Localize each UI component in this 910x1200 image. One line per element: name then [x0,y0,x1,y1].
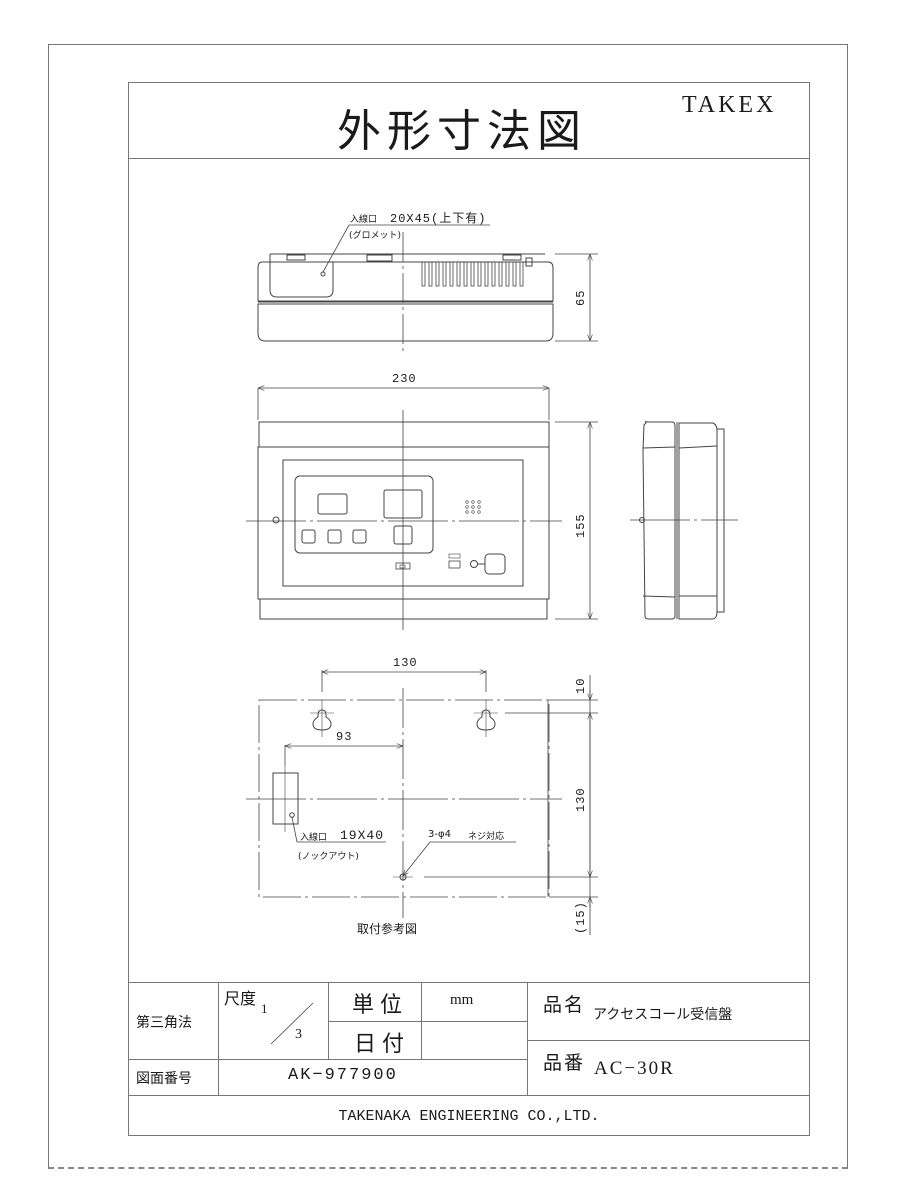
scale-denominator: 3 [295,1027,302,1042]
product-number-label: 品番 [543,1052,586,1074]
company-name: TAKENAKA ENGINEERING CO.,LTD. [338,1108,600,1125]
screw-note: ネジ対応 [468,832,505,842]
knockout-label: 入線口 [300,833,328,843]
unit-label: 単位 [352,993,409,1018]
top-entry-label: 入線口 [350,215,378,225]
unit-value: mm [450,992,474,1008]
dim-230: 230 [392,372,417,386]
mounting-view [246,670,598,935]
divider [128,1095,810,1096]
divider [421,982,422,1059]
dim-93: 93 [336,730,353,744]
knockout-sub: (ノックアウト) [298,852,359,862]
screw-label: 3-φ4 [428,829,451,840]
divider [128,1059,527,1060]
product-name: アクセスコール受信盤 [593,1007,733,1023]
dim-130-vertical: 130 [574,787,588,812]
dim-15: (15) [574,901,588,934]
top-view [257,224,598,352]
title-block: 第三角法 尺度 1 3 単位 mm 日付 図面番号 AK−977900 品名 ア… [128,982,810,1136]
outer-border [48,44,848,1169]
brand-logo: TAKEX [682,92,777,118]
top-entry-value: 20X45(上下有) [390,212,487,226]
knockout-value: 19X40 [340,828,385,843]
dim-155: 155 [574,513,588,538]
divider [527,1040,810,1041]
divider [218,982,219,1095]
divider [527,982,528,1095]
dim-10: 10 [574,677,588,694]
drawing-number: AK−977900 [288,1066,398,1085]
dim-65: 65 [574,289,588,306]
date-label: 日付 [354,1032,411,1057]
scale-label: 尺度 [224,989,257,1008]
scale-slash [270,1002,314,1045]
scale-numerator: 1 [261,1001,268,1016]
title-band: 外形寸法図 TAKEX [129,83,809,159]
product-name-label: 品名 [543,994,586,1016]
divider [328,1021,527,1022]
dim-130-horizontal: 130 [393,656,418,670]
projection-method: 第三角法 [136,1015,192,1031]
mounting-caption: 取付参考図 [357,922,418,936]
front-view [246,388,598,630]
drawing-number-label: 図面番号 [136,1071,192,1087]
divider [328,982,329,1059]
side-view [630,421,738,620]
top-entry-sub: (グロメット) [349,231,402,241]
drawing-title: 外形寸法図 [337,106,587,157]
product-number: AC−30R [594,1058,675,1079]
